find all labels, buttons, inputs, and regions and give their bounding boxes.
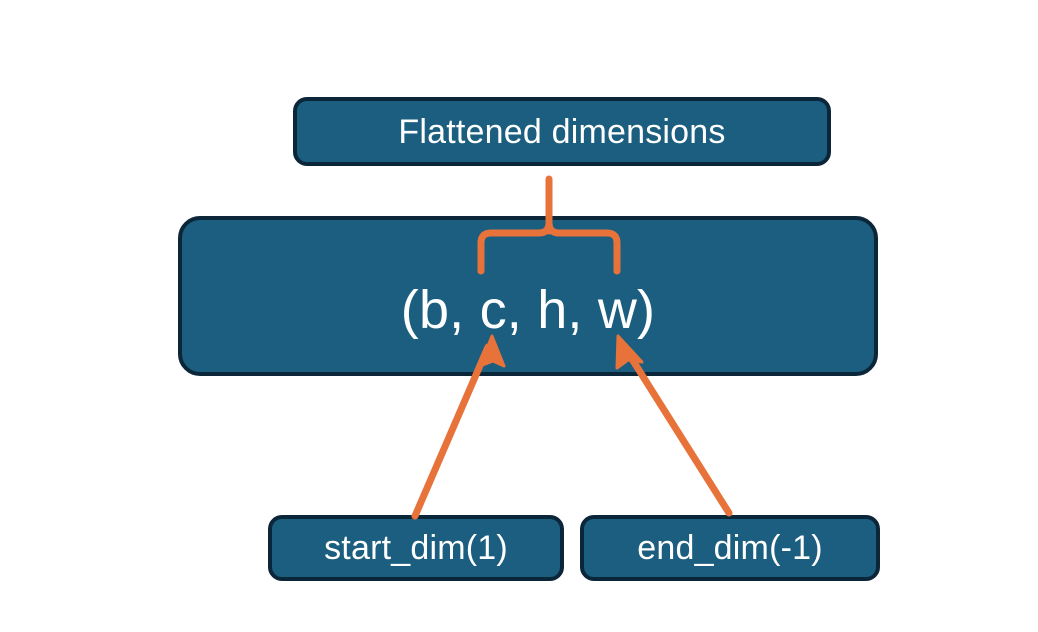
flattened-dimensions-box: Flattened dimensions [293, 97, 831, 166]
tensor-shape-box: (b, c, h, w) [178, 216, 878, 376]
tensor-shape-label: (b, c, h, w) [400, 280, 656, 340]
start-dim-box: start_dim(1) [268, 515, 564, 581]
flattened-dimensions-label: Flattened dimensions [398, 112, 726, 151]
end-dim-box: end_dim(-1) [580, 515, 880, 581]
start-dim-label: start_dim(1) [324, 529, 508, 567]
end-dim-label: end_dim(-1) [637, 529, 823, 567]
